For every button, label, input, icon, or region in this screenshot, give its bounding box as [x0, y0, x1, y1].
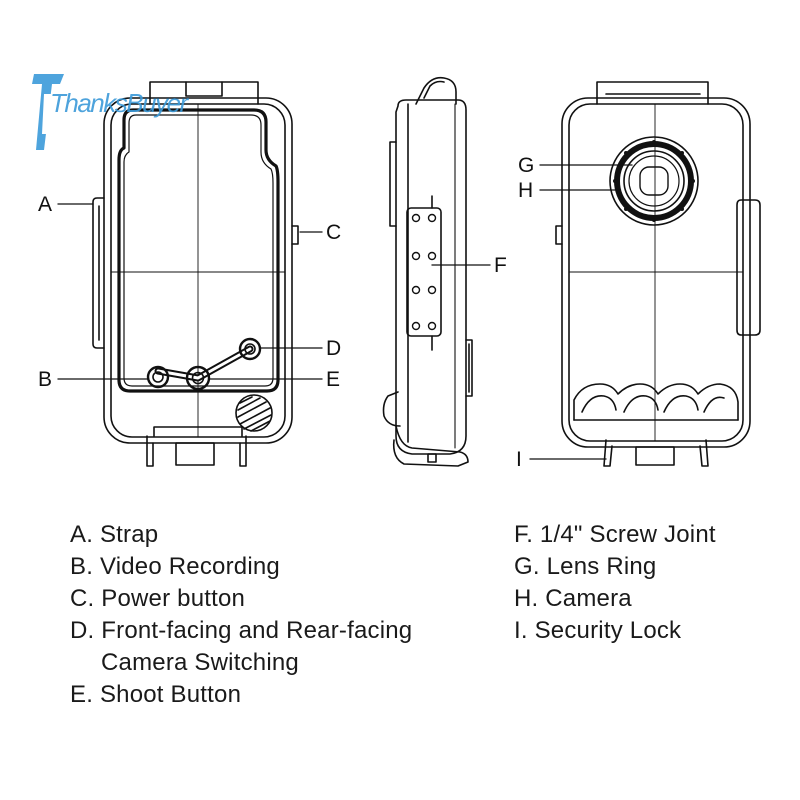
callout-d: D [326, 337, 341, 360]
logo-text: ThanksBuyer [50, 88, 188, 118]
back-view [555, 81, 761, 467]
legend-item-d-continued: Camera Switching [101, 649, 299, 676]
callout-g: G [518, 154, 534, 177]
legend-item-e: E. Shoot Button [70, 681, 242, 708]
lens-ring [609, 136, 699, 226]
legend-item-f: F. 1/4" Screw Joint [514, 521, 716, 548]
logo-mark-icon [32, 74, 64, 150]
callout-a: A [38, 193, 52, 216]
legend-item-i: I. Security Lock [514, 617, 682, 644]
brand-logo: ThanksBuyer [30, 70, 188, 160]
side-view [382, 76, 473, 467]
legend-left-column: A. Strap B. Video Recording C. Power but… [70, 519, 412, 711]
legend-item-g: G. Lens Ring [514, 553, 657, 580]
leader-lines [57, 164, 633, 460]
legend-item-b: B. Video Recording [70, 553, 280, 580]
callout-i: I [516, 448, 522, 471]
front-view [92, 81, 299, 467]
legend-item-c: C. Power button [70, 585, 246, 612]
callout-f: F [494, 254, 507, 277]
legend-item-a: A. Strap [70, 521, 159, 548]
grip-pad [235, 394, 273, 432]
callout-h: H [518, 179, 533, 202]
legend-item-h: H. Camera [514, 585, 632, 612]
callout-e: E [326, 368, 340, 391]
legend-right-column: F. 1/4" Screw Joint G. Lens Ring H. Came… [514, 519, 716, 647]
legend-item-d: D. Front-facing and Rear-facing [70, 617, 413, 644]
callout-c: C [326, 221, 341, 244]
callout-b: B [38, 368, 52, 391]
